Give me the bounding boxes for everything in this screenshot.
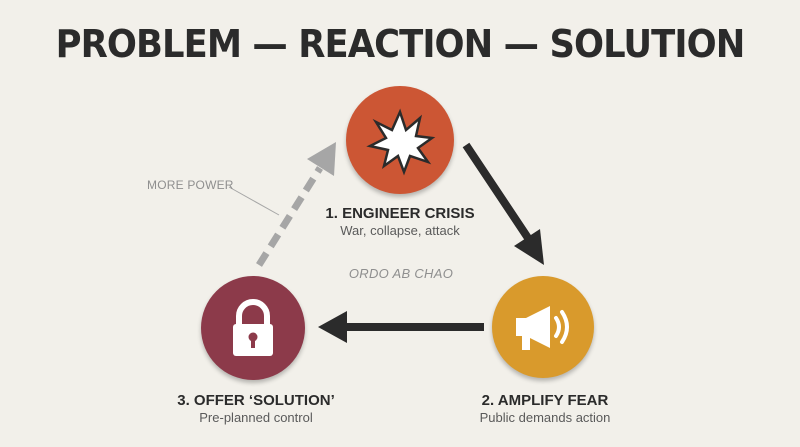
padlock-icon	[233, 299, 273, 356]
explosion-icon	[366, 108, 436, 176]
node-title-amplify-fear: 2. AMPLIFY FEAR	[481, 392, 609, 409]
megaphone-icon	[516, 306, 569, 350]
arrow-fear-to-solution	[318, 311, 484, 343]
node-offer-solution	[201, 276, 305, 380]
arrow-crisis-to-fear	[462, 142, 544, 265]
node-amplify-fear	[492, 276, 594, 378]
more-power-leader	[228, 186, 280, 216]
node-subtitle-amplify-fear: Public demands action	[479, 410, 611, 425]
node-title-offer-solution: 3. OFFER ‘SOLUTION’	[177, 392, 335, 409]
page-title: PROBLEM — REACTION — SOLUTION	[55, 22, 746, 66]
center-motto: ORDO AB CHAO	[348, 266, 454, 281]
node-subtitle-offer-solution: Pre-planned control	[199, 410, 313, 425]
node-title-engineer-crisis: 1. ENGINEER CRISIS	[325, 205, 475, 222]
node-subtitle-engineer-crisis: War, collapse, attack	[340, 223, 460, 238]
node-engineer-crisis	[346, 86, 454, 194]
arrow-solution-to-crisis-dashed	[256, 142, 336, 267]
loop-label: MORE POWER	[147, 178, 234, 192]
